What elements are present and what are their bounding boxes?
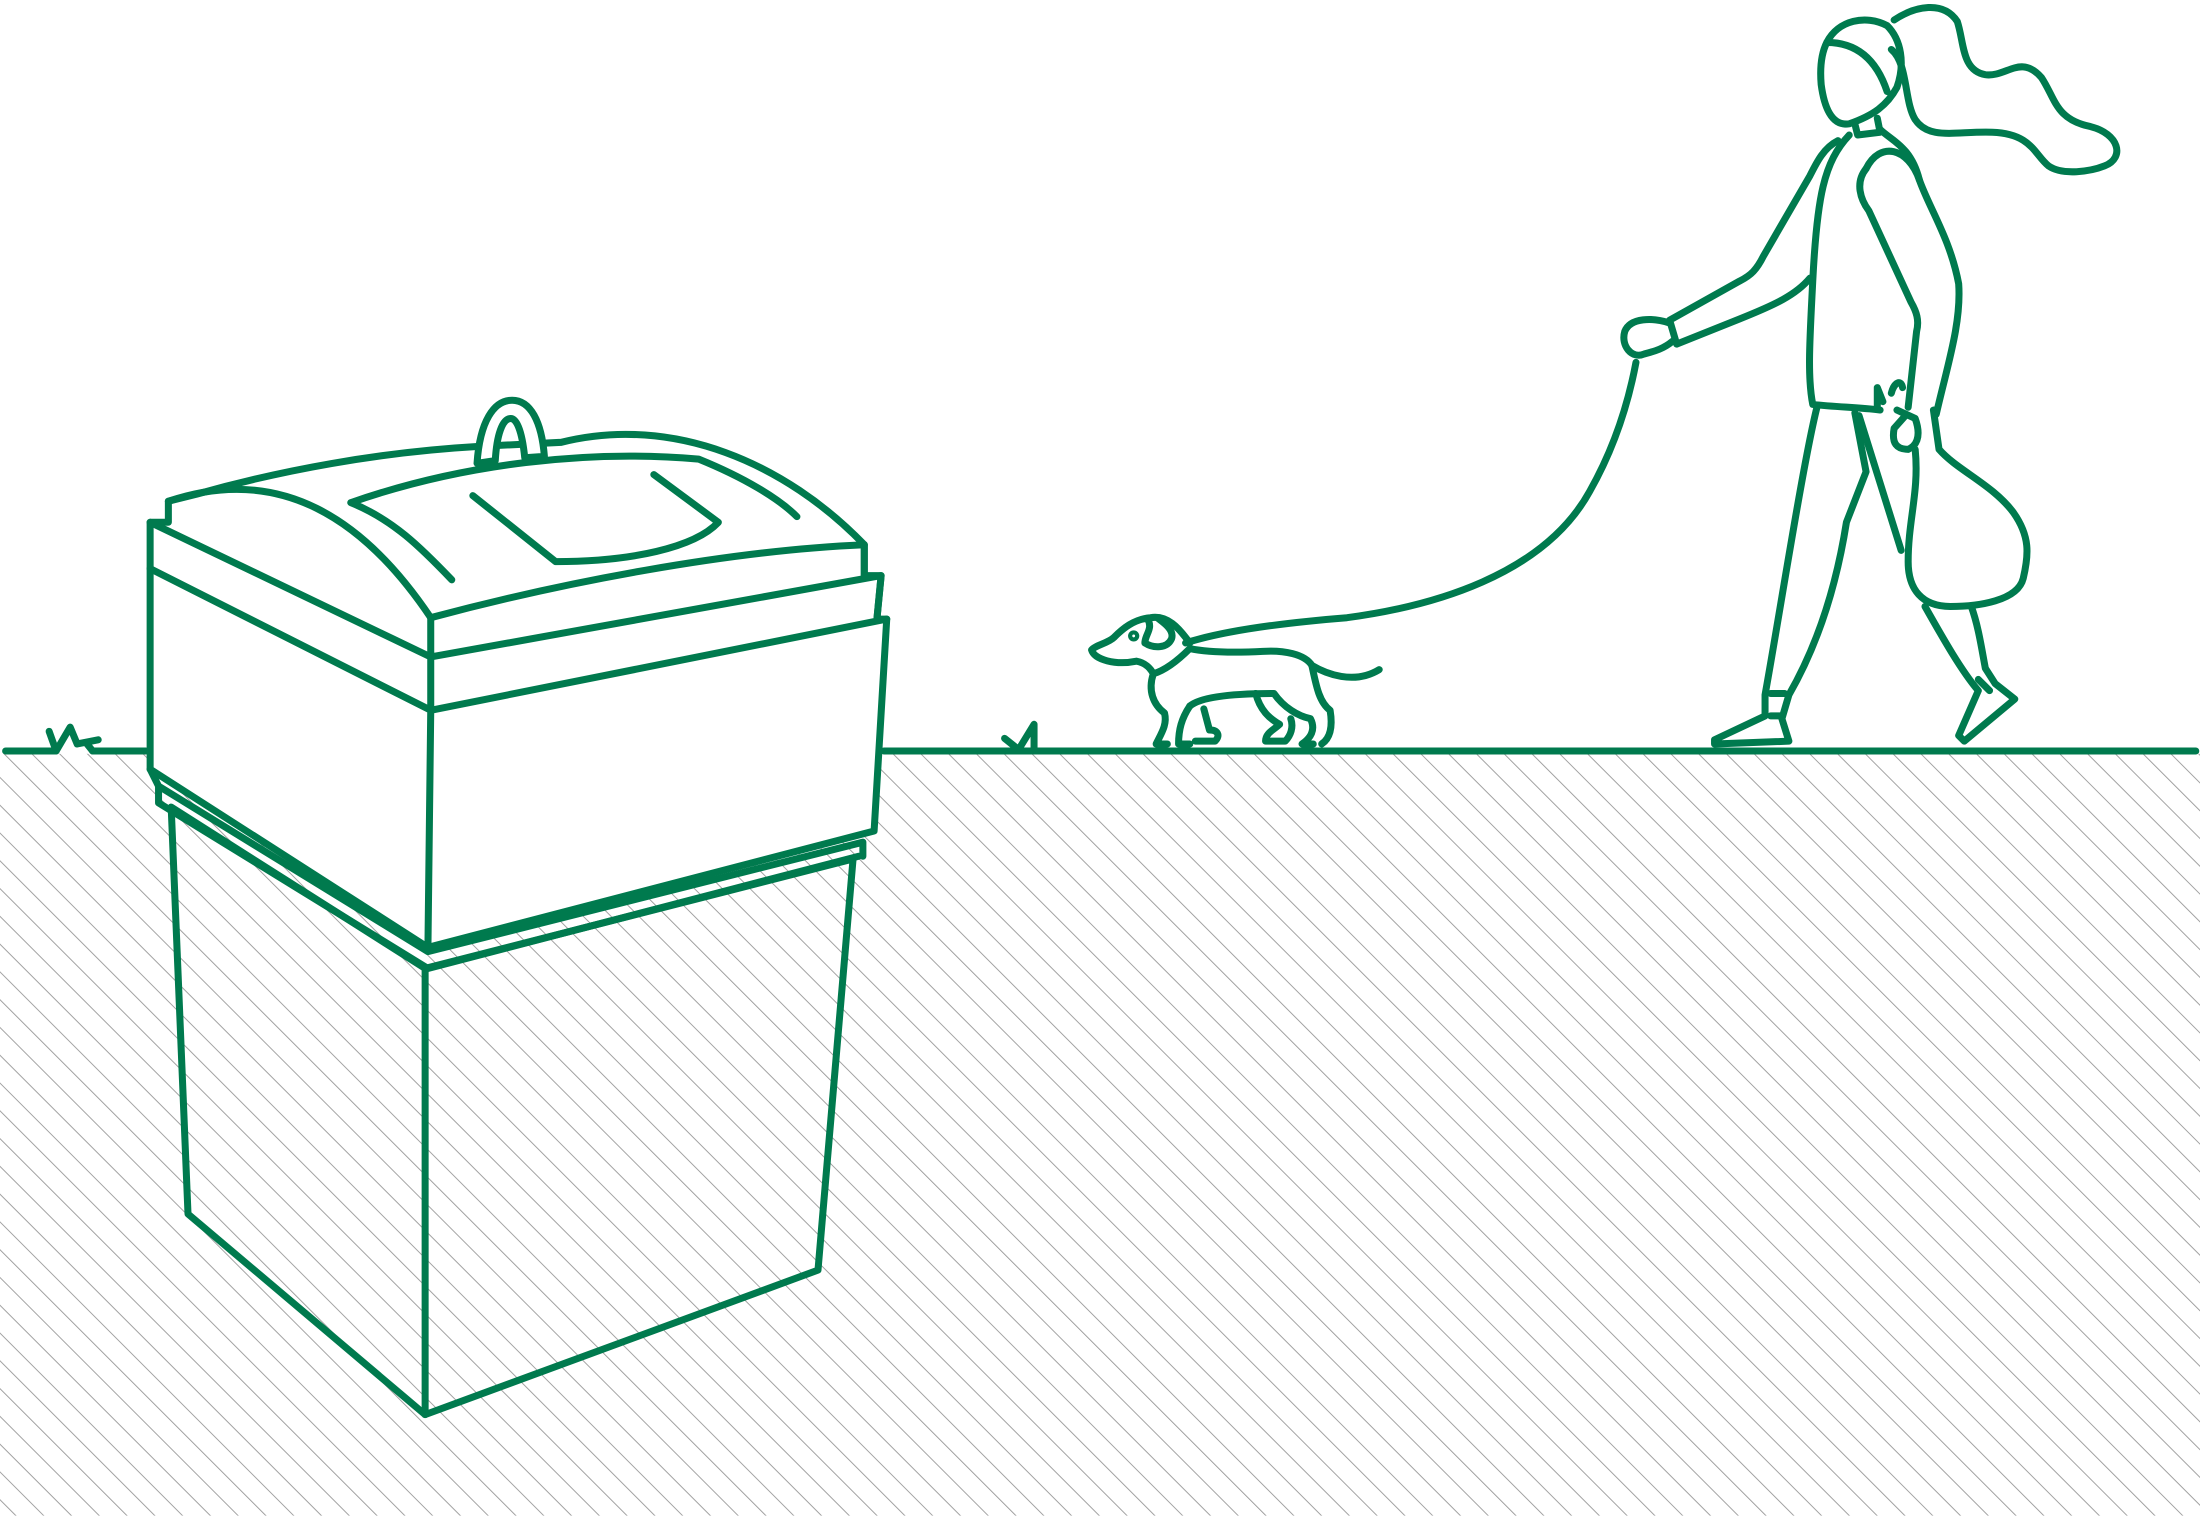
- woman: [1620, 4, 2121, 748]
- dog: [1088, 613, 1383, 748]
- container-handle: [473, 396, 548, 467]
- container-band: [146, 518, 891, 951]
- grass-tuft: [1001, 720, 1038, 755]
- line-art: [2, 4, 2200, 1419]
- grass-tuft: [45, 723, 102, 755]
- container-lid: [164, 485, 868, 622]
- container-base-rim: [146, 765, 867, 972]
- container-lid-opening: [347, 452, 801, 584]
- leash: [1182, 358, 1640, 647]
